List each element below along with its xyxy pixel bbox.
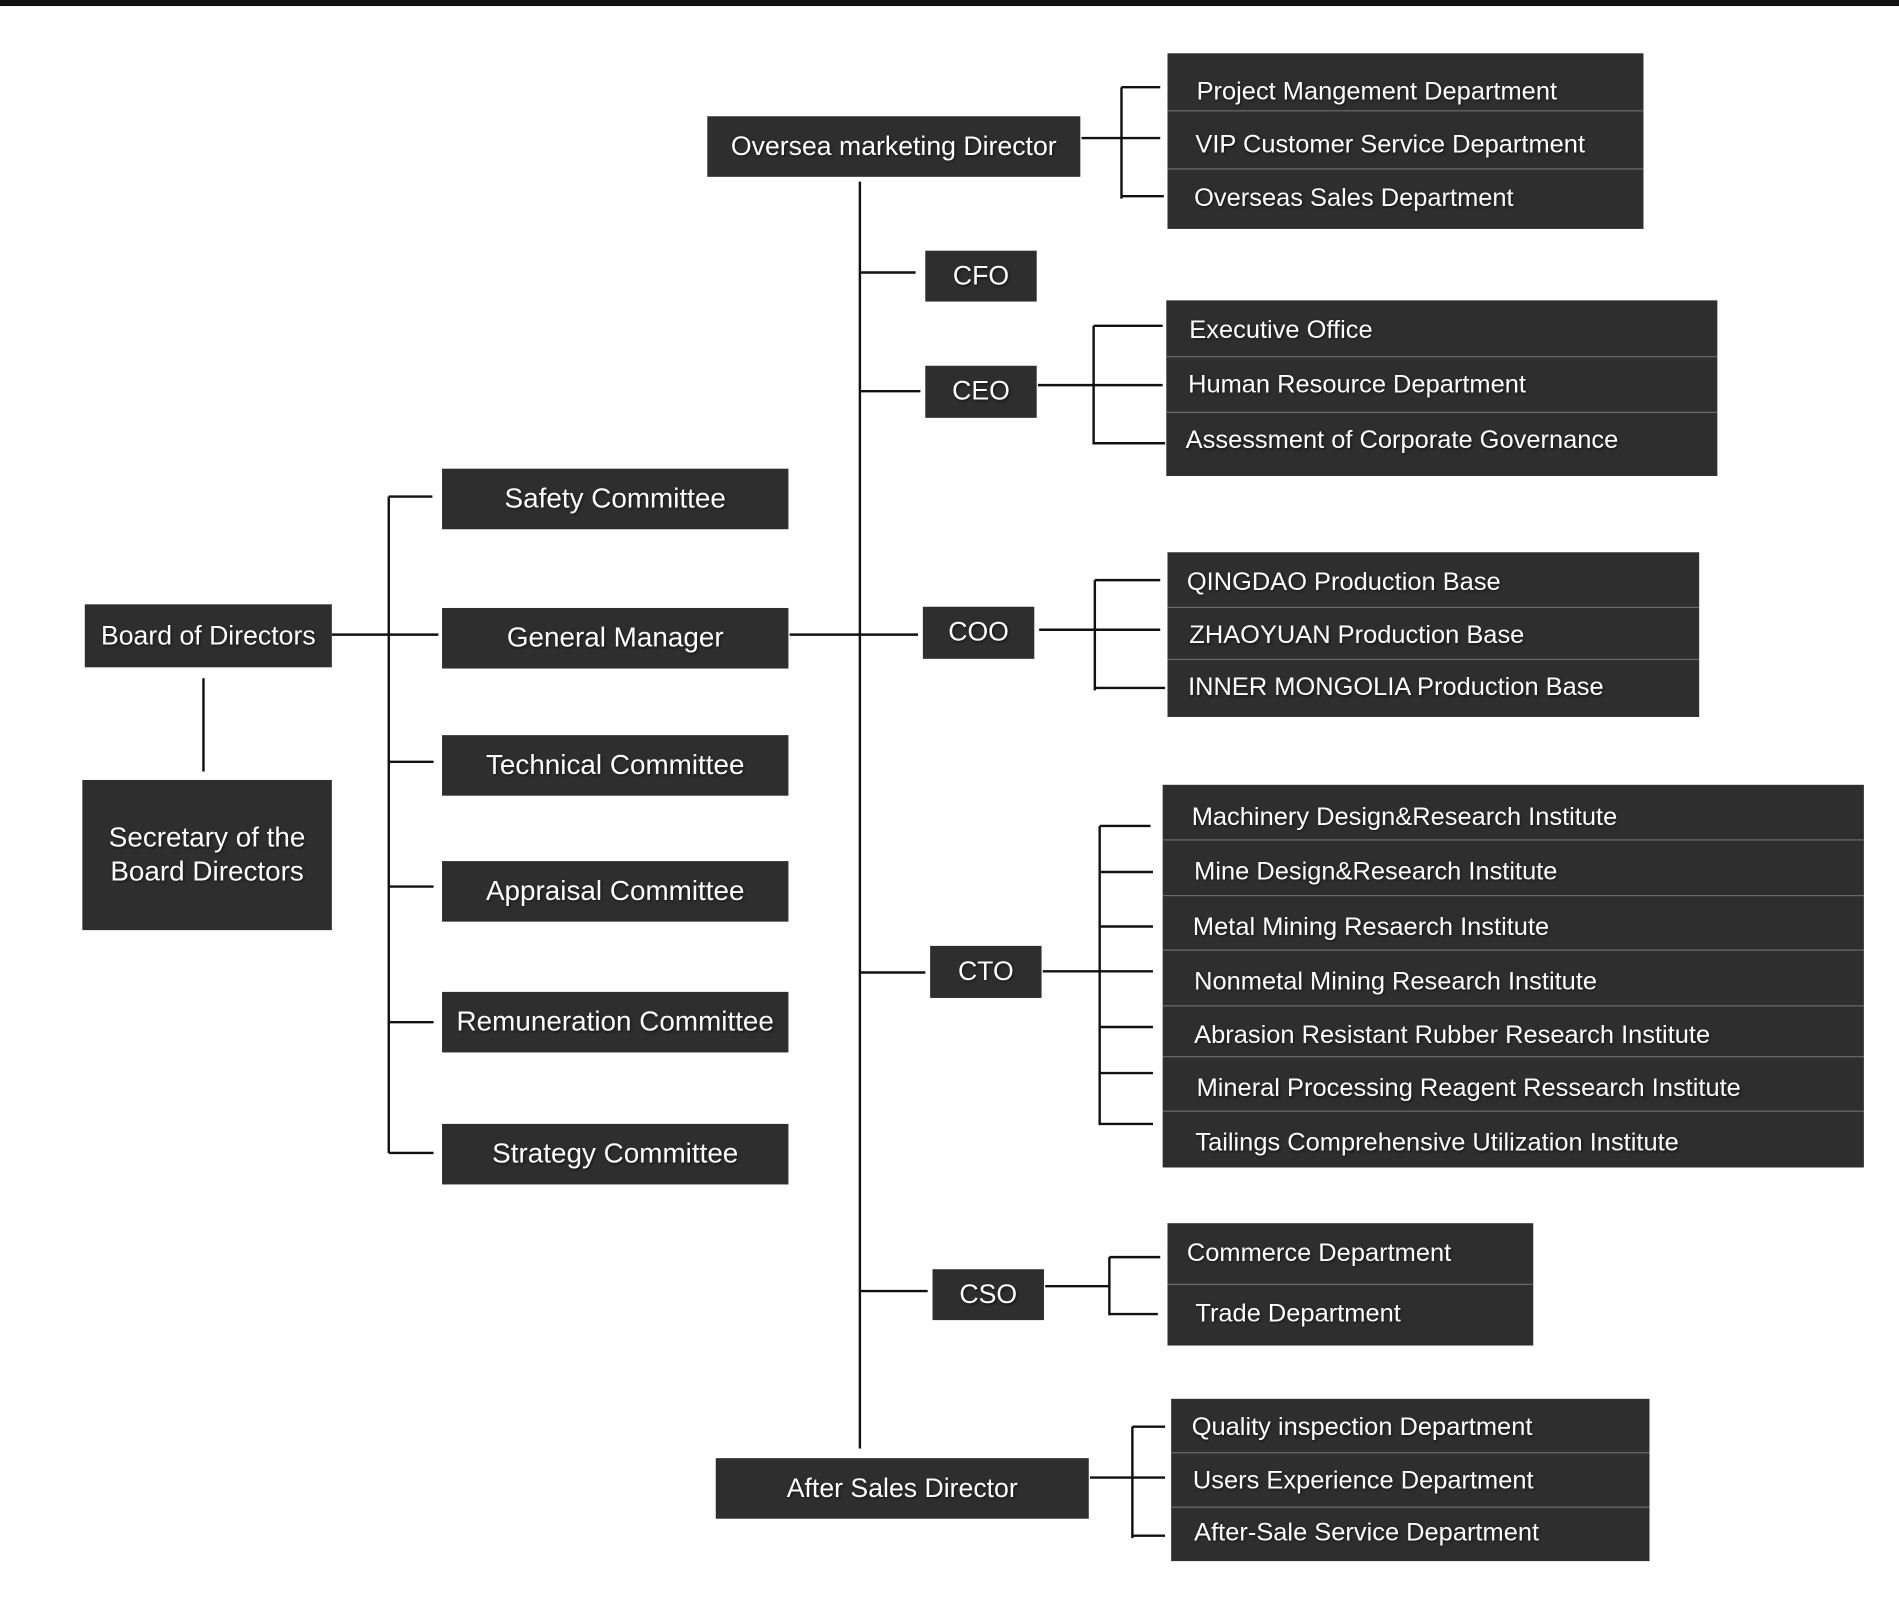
row-divider — [1167, 606, 1700, 608]
coo-departments-group: QINGDAO Production Base ZHAOYUAN Product… — [1167, 552, 1700, 717]
cto: CTO — [930, 945, 1042, 998]
secretary-line-2: Board Directors — [110, 855, 304, 887]
after-sales-departments-group: Quality inspection Department Users Expe… — [1171, 1398, 1650, 1562]
department-item: Assessment of Corporate Governance — [1185, 426, 1619, 455]
department-item: Executive Office — [1189, 316, 1373, 344]
secretary-of-board: Secretary of the Board Directors — [82, 779, 332, 931]
row-divider — [1162, 1110, 1864, 1112]
row-divider — [1162, 1056, 1864, 1058]
row-divider — [1167, 658, 1700, 661]
oversea-departments-group: Project Mangement Department VIP Custome… — [1167, 53, 1644, 229]
committee-strategy: Strategy Committee — [442, 1123, 789, 1185]
department-item: Commerce Department — [1186, 1238, 1452, 1267]
ceo-departments-group: Executive Office Human Resource Departme… — [1166, 300, 1718, 476]
committee-appraisal: Appraisal Committee — [442, 861, 789, 922]
coo: COO — [922, 606, 1035, 659]
department-item: INNER MONGOLIA Production Base — [1188, 673, 1604, 702]
row-divider — [1166, 356, 1718, 358]
board-of-directors: Board of Directors — [84, 604, 332, 668]
department-item: Metal Mining Resaerch Institute — [1192, 913, 1550, 942]
department-item: Quality inspection Department — [1191, 1413, 1533, 1442]
department-item: Human Resource Department — [1188, 370, 1526, 399]
department-item: Abrasion Resistant Rubber Research Insti… — [1194, 1020, 1711, 1049]
secretary-line-1: Secretary of the — [108, 821, 306, 854]
row-divider — [1167, 110, 1644, 112]
department-item: Machinery Design&Research Institute — [1191, 802, 1618, 831]
cso: CSO — [932, 1269, 1044, 1321]
department-item: Overseas Sales Department — [1194, 184, 1514, 212]
department-item: After-Sale Service Department — [1194, 1518, 1540, 1547]
oversea-marketing-director: Oversea marketing Director — [707, 116, 1081, 177]
department-item: VIP Customer Service Department — [1195, 130, 1586, 159]
row-divider — [1167, 168, 1644, 170]
row-divider — [1167, 1283, 1534, 1285]
department-item: Nonmetal Mining Research Institute — [1194, 967, 1598, 996]
committee-technical: Technical Committee — [442, 735, 789, 796]
department-item: Project Mangement Department — [1196, 77, 1558, 106]
row-divider — [1171, 1452, 1650, 1454]
department-item: ZHAOYUAN Production Base — [1189, 621, 1525, 650]
row-divider — [1162, 895, 1864, 897]
row-divider — [1171, 1506, 1650, 1508]
row-divider — [1162, 839, 1864, 841]
cso-departments-group: Commerce Department Trade Department — [1167, 1223, 1534, 1346]
committee-remuneration: Remuneration Committee — [442, 991, 789, 1053]
row-divider — [1162, 1005, 1864, 1007]
department-item: Mine Design&Research Institute — [1194, 857, 1558, 886]
department-item: Tailings Comprehensive Utilization Insti… — [1195, 1128, 1679, 1157]
general-manager: General Manager — [442, 607, 789, 669]
ceo: CEO — [925, 365, 1037, 418]
cfo: CFO — [925, 250, 1037, 302]
department-item: Trade Department — [1195, 1299, 1401, 1328]
row-divider — [1162, 949, 1864, 951]
row-divider — [1166, 411, 1718, 413]
cto-departments-group: Machinery Design&Research Institute Mine… — [1162, 784, 1864, 1168]
department-item: Users Experience Department — [1192, 1466, 1534, 1495]
committee-safety: Safety Committee — [442, 468, 789, 530]
after-sales-director: After Sales Director — [715, 1458, 1089, 1519]
department-item: Mineral Processing Reagent Ressearch Ins… — [1196, 1074, 1741, 1103]
top-rule — [0, 0, 1899, 7]
department-item: QINGDAO Production Base — [1186, 568, 1501, 596]
